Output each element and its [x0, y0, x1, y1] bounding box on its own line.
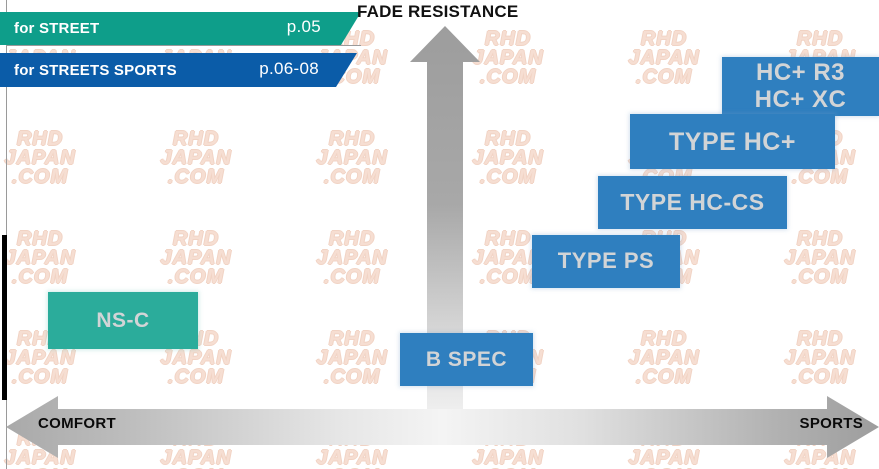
- watermark-line-1: RHD: [16, 128, 64, 150]
- banner-divider-rule: [6, 45, 361, 46]
- watermark-line-3: .COM: [11, 366, 69, 388]
- axis-label-comfort: COMFORT: [38, 415, 116, 432]
- watermark-line-1: RHD: [172, 128, 220, 150]
- banner-for-street[interactable]: for STREET p.05: [0, 12, 361, 45]
- watermark-line-2: JAPAN: [4, 147, 76, 169]
- banner-page-ref: p.05: [286, 17, 321, 36]
- watermark-line-1: RHD: [328, 128, 376, 150]
- watermark-line-2: JAPAN: [316, 247, 388, 269]
- banner-label: for STREET: [14, 20, 100, 37]
- banner-shape: [0, 53, 357, 87]
- watermark-line-3: .COM: [635, 66, 693, 88]
- watermark-line-3: .COM: [791, 366, 849, 388]
- product-label-line2: HC+ XC: [754, 85, 847, 113]
- banner-page-ref: p.06-08: [259, 59, 319, 78]
- product-label: TYPE HC-CS: [620, 188, 765, 215]
- watermark-line-3: .COM: [323, 266, 381, 288]
- watermark-line-3: .COM: [791, 266, 849, 288]
- watermark-line-1: RHD: [328, 328, 376, 350]
- watermark-line-1: RHD: [172, 228, 220, 250]
- watermark-line-2: JAPAN: [628, 347, 700, 369]
- watermark-line-2: JAPAN: [160, 347, 232, 369]
- banner-for-streets-sports[interactable]: for STREETS SPORTS p.06-08: [0, 53, 357, 87]
- left-border-rule-bold: [2, 235, 7, 400]
- watermark-line-2: JAPAN: [784, 347, 856, 369]
- banner-label: for STREETS SPORTS: [14, 61, 177, 79]
- watermark-line-2: JAPAN: [4, 347, 76, 369]
- watermark-line-2: JAPAN: [160, 247, 232, 269]
- product-label: B SPEC: [425, 347, 508, 371]
- left-border-rule: [6, 0, 7, 469]
- watermark-line-3: .COM: [167, 166, 225, 188]
- fade-resistance-arrow: [410, 26, 480, 422]
- product-label: TYPE PS: [557, 248, 655, 274]
- product-label: NS-C: [96, 308, 150, 332]
- watermark-line-2: JAPAN: [316, 147, 388, 169]
- banner-shape: [0, 12, 361, 45]
- watermark-line-2: JAPAN: [4, 247, 76, 269]
- product-box-hc-plus-r3[interactable]: HC+ R3 HC+ XC: [722, 57, 879, 116]
- watermark-line-2: JAPAN: [160, 147, 232, 169]
- product-label: HC+ R3 HC+ XC: [754, 58, 847, 114]
- watermark-line-3: .COM: [323, 166, 381, 188]
- watermark-line-1: RHD: [796, 228, 844, 250]
- product-label-line1: HC+ R3: [755, 58, 846, 86]
- watermark-line-3: .COM: [323, 366, 381, 388]
- axis-label-sports: SPORTS: [799, 415, 863, 432]
- watermark-line-1: RHD: [328, 228, 376, 250]
- watermark-line-1: RHD: [16, 228, 64, 250]
- product-box-b-spec[interactable]: B SPEC: [400, 333, 533, 386]
- watermark-line-1: RHD: [640, 328, 688, 350]
- watermark-line-3: .COM: [167, 366, 225, 388]
- watermark-line-2: JAPAN: [316, 347, 388, 369]
- product-box-type-ps[interactable]: TYPE PS: [532, 235, 680, 288]
- comfort-sports-arrow: [6, 396, 879, 458]
- watermark-line-1: RHD: [796, 328, 844, 350]
- chart-title: FADE RESISTANCE: [357, 2, 519, 21]
- watermark-line-1: RHD: [796, 28, 844, 50]
- product-box-type-hc-cs[interactable]: TYPE HC-CS: [598, 176, 787, 229]
- watermark-line-3: .COM: [11, 166, 69, 188]
- watermark-line-1: RHD: [640, 28, 688, 50]
- watermark-line-2: JAPAN: [628, 47, 700, 69]
- watermark-line-2: JAPAN: [784, 247, 856, 269]
- watermark-line-3: .COM: [635, 366, 693, 388]
- product-box-ns-c[interactable]: NS-C: [48, 292, 198, 349]
- product-box-type-hc-plus[interactable]: TYPE HC+: [630, 114, 835, 169]
- watermark-line-3: .COM: [11, 266, 69, 288]
- product-label: TYPE HC+: [669, 127, 796, 156]
- watermark-line-3: .COM: [167, 266, 225, 288]
